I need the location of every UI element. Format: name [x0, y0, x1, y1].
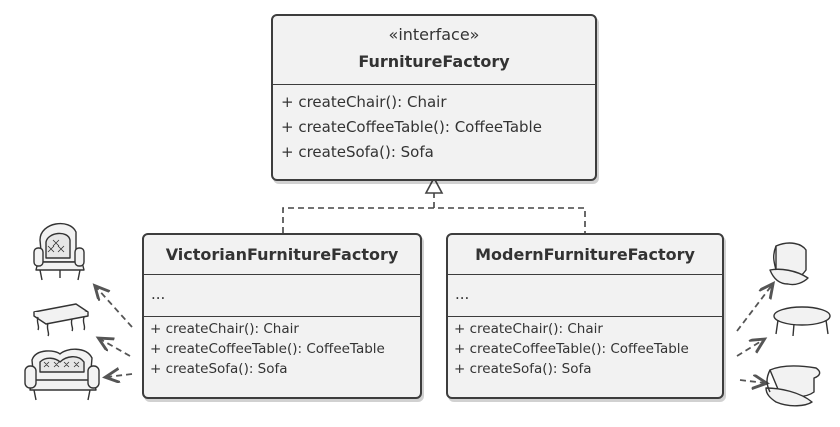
method-create-coffee-table: + createCoffeeTable(): CoffeeTable — [454, 341, 689, 357]
victorian-name: VictorianFurnitureFactory — [165, 245, 399, 264]
modern-sofa-icon — [765, 365, 821, 407]
victorian-sofa-icon — [24, 348, 100, 401]
modern-methods: + createChair(): Chair + createCoffeeTab… — [448, 316, 722, 379]
arrow-to-victorian-sofa — [107, 374, 133, 377]
victorian-armchair-icon — [33, 222, 85, 281]
method-create-chair: + createChair(): Chair — [150, 321, 299, 337]
modern-chair-icon — [769, 242, 809, 286]
realization-triangle-icon — [424, 176, 444, 194]
method-create-sofa: + createSofa(): Sofa — [281, 143, 434, 161]
victorian-fields: ... — [144, 274, 420, 316]
modern-furniture-factory-box: ModernFurnitureFactory ... + createChair… — [446, 233, 724, 399]
arrow-to-modern-table — [736, 340, 763, 357]
method-create-coffee-table: + createCoffeeTable(): CoffeeTable — [150, 341, 385, 357]
furniture-factory-interface-box: «interface» FurnitureFactory + createCha… — [271, 14, 597, 181]
method-create-chair: + createChair(): Chair — [454, 321, 603, 337]
modern-fields: ... — [448, 274, 722, 316]
victorian-furniture-factory-box: VictorianFurnitureFactory ... + createCh… — [142, 233, 422, 399]
interface-name: FurnitureFactory — [358, 52, 510, 71]
victorian-coffee-table-icon — [33, 303, 89, 337]
arrow-to-victorian-chair — [96, 287, 133, 328]
interface-stereotype: «interface» — [388, 25, 480, 44]
method-create-sofa: + createSofa(): Sofa — [150, 361, 288, 377]
method-create-sofa: + createSofa(): Sofa — [454, 361, 592, 377]
victorian-methods: + createChair(): Chair + createCoffeeTab… — [144, 316, 420, 379]
modern-coffee-table-icon — [773, 306, 831, 337]
interface-header: «interface» FurnitureFactory — [273, 16, 595, 84]
modern-name: ModernFurnitureFactory — [475, 245, 695, 264]
modern-header: ModernFurnitureFactory — [448, 235, 722, 274]
arrow-to-victorian-table — [100, 339, 131, 357]
arrow-to-modern-sofa — [739, 380, 765, 383]
victorian-fields-ellipsis: ... — [151, 285, 166, 303]
arrow-to-modern-chair — [736, 285, 772, 332]
victorian-header: VictorianFurnitureFactory — [144, 235, 420, 274]
interface-methods: + createChair(): Chair + createCoffeeTab… — [273, 84, 595, 165]
realization-connector — [282, 192, 586, 233]
method-create-chair: + createChair(): Chair — [281, 93, 447, 111]
modern-fields-ellipsis: ... — [455, 285, 470, 303]
method-create-coffee-table: + createCoffeeTable(): CoffeeTable — [281, 118, 542, 136]
